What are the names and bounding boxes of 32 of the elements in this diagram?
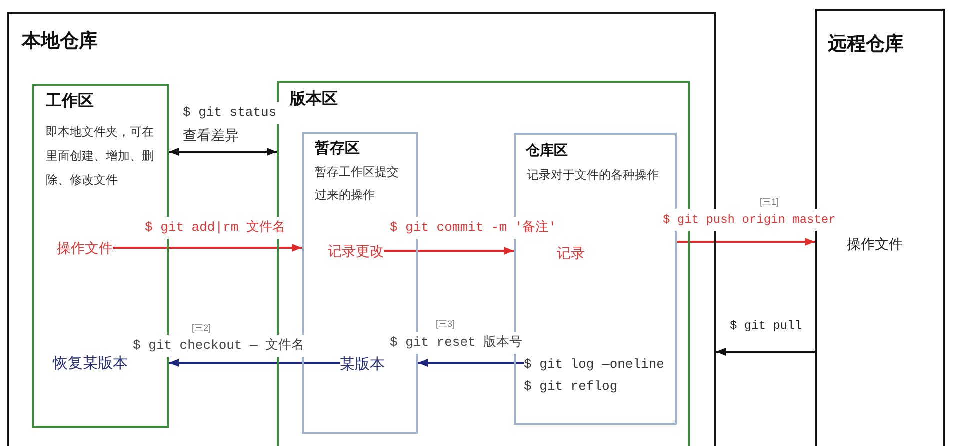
repository-title: 本地仓库	[22, 31, 98, 53]
arrow	[677, 238, 815, 246]
double-arrow	[169, 148, 277, 156]
action-label: 记录	[557, 244, 585, 262]
command-text: $ git log —oneline	[524, 356, 664, 374]
version-label: 某版本	[340, 355, 385, 375]
zone-description: 即本地文件夹，可在里面创建、增加、删除、修改文件	[46, 124, 155, 189]
command-label: $ git push origin master	[661, 209, 838, 231]
repository-title: 远程仓库	[828, 34, 904, 56]
arrow	[418, 359, 524, 367]
command-label: $ git status	[181, 102, 279, 124]
zone-description: 暂存工作区提交过来的操作	[315, 164, 400, 204]
arrow	[716, 348, 815, 356]
comment-mark: [三1]	[760, 197, 780, 208]
zone-title: 暂存区	[315, 139, 360, 159]
result-label: 恢复某版本	[53, 354, 128, 374]
action-label: 操作文件	[57, 239, 113, 257]
arrow	[169, 359, 340, 367]
action-label: 记录更改	[328, 242, 384, 260]
command-text: $ git reflog	[524, 378, 618, 396]
command-label: $ git checkout — 文件名	[131, 335, 307, 357]
description-label: 查看差异	[183, 126, 239, 144]
action-label: 操作文件	[847, 235, 903, 253]
arrow	[384, 247, 514, 255]
comment-mark: [三2]	[192, 323, 212, 334]
zone-title: 仓库区	[526, 141, 568, 159]
zone-title: 版本区	[290, 90, 338, 110]
zone-description: 记录对于文件的各种操作	[527, 167, 660, 184]
comment-mark: [三3]	[436, 319, 456, 330]
arrow	[113, 244, 302, 252]
zone-title: 工作区	[46, 92, 94, 112]
command-label: $ git reset 版本号	[388, 332, 525, 354]
